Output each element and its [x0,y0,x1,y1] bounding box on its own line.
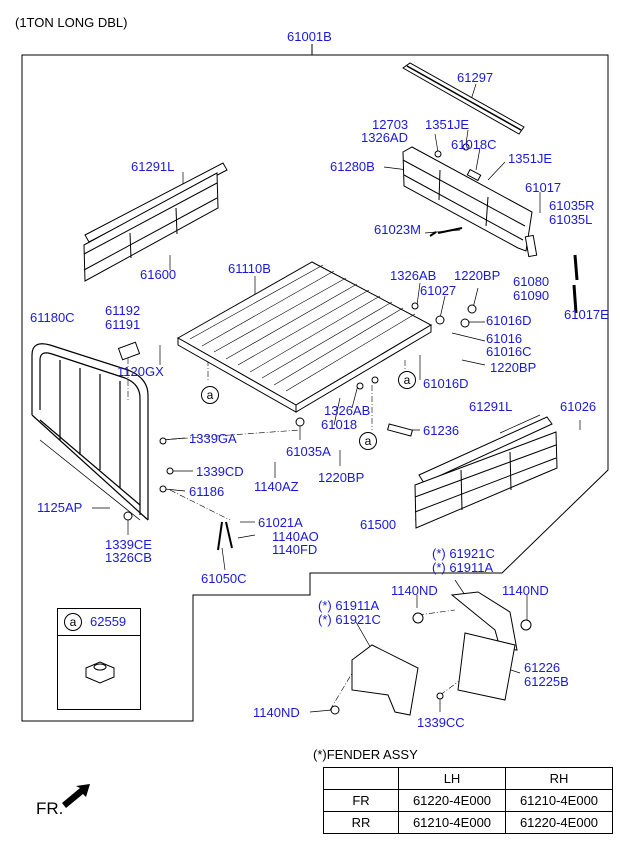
part-label: 61090 [513,288,550,303]
part-label: 61080 [513,274,550,289]
table-header-cell: RH [505,767,613,790]
inset-62559: a 62559 [57,608,141,710]
inset-part-label: 62559 [90,614,127,629]
part-label: 61016D [423,376,469,391]
part-label: 61192 [105,303,141,318]
part-label: 61018C [451,137,497,152]
table-header-cell: LH [398,767,506,790]
part-label: 61186 [189,484,225,499]
part-label: 61191 [105,317,141,332]
part-label: 61017E [564,307,609,322]
part-label: 61035L [549,212,593,227]
part-label: 61280B [330,159,375,174]
part-label: 1140AZ [254,479,299,494]
part-label: 1140AO [272,529,319,544]
table-cell: 61210-4E000 [505,789,613,812]
tailgate-61280B [402,146,538,258]
part-label: 61110B [228,261,271,276]
part-label: 12703 [372,117,409,132]
side-panel-61500 [414,416,558,529]
table-cell: 61210-4E000 [398,811,506,834]
part-label: 61023M [374,222,421,237]
model-title: (1TON LONG DBL) [15,15,128,30]
table-header-row: LH RH [323,767,613,790]
part-label: 1339CC [417,715,465,730]
part-label: 1339GA [189,431,237,446]
part-label: 61500 [360,517,397,532]
floor-61110B [176,261,433,413]
part-label: 1125AP [37,500,83,515]
callout-a: a [201,386,219,404]
rail-61297 [402,62,525,135]
part-label: 61050C [201,571,247,586]
fr-direction-label: FR. [36,799,64,818]
part-label: (*) 61921C [432,546,495,561]
part-label: 1140ND [502,583,549,598]
part-label: 61291L [469,399,513,414]
part-label: 61016D [486,313,532,328]
part-label: (*) 61911A [432,560,494,575]
part-label: 1339CE [105,537,152,552]
part-label: 1326AB [390,268,437,283]
part-label: 1140ND [391,583,438,598]
part-label: 1220BP [318,470,365,485]
part-label: 61225B [524,674,569,689]
part-label: 1220BP [490,360,537,375]
table-cell: RR [323,811,399,834]
part-label: 61016C [486,344,532,359]
part-label: 61016 [486,331,523,346]
part-label: 61026 [560,399,597,414]
fr-direction-arrow-icon [62,784,90,808]
part-label: 61600 [140,267,177,282]
side-panel-61600 [83,162,228,282]
part-label: 1351JE [508,151,553,166]
table-cell: 61220-4E000 [398,789,506,812]
table-cell: FR [323,789,399,812]
part-label: 61226 [524,660,561,675]
fender-title: (*)FENDER ASSY [313,747,418,762]
inset-key: a [64,613,82,631]
table-row: FR 61220-4E000 61210-4E000 [323,789,613,812]
callout-a: a [359,432,377,450]
part-label: 1339CD [196,464,244,479]
nut-62559-icon [85,661,115,684]
inset-header: a 62559 [58,609,140,636]
part-label: 1140FD [272,542,318,557]
part-label: 61035A [286,444,331,459]
table-header-cell [323,767,399,790]
part-label: 61027 [420,283,457,298]
part-label: (*) 61921C [318,612,381,627]
part-label: 61180C [30,310,75,325]
part-label: 1326CB [105,550,152,565]
part-label: (*) 61911A [318,598,380,613]
table-row: RR 61210-4E000 61220-4E000 [323,811,613,834]
part-label: 1326AB [324,403,371,418]
part-label: 61017 [525,180,562,195]
mudguard-rear [450,591,518,701]
part-label: 61236 [423,423,460,438]
part-label: 61291L [131,159,175,174]
part-label: 1351JE [425,117,470,132]
part-label: 61297 [457,70,494,85]
assembly-label: 61001B [287,29,332,44]
callout-a: a [398,371,416,389]
mudguard-front [351,644,419,716]
hardware [117,143,579,715]
table-cell: 61220-4E000 [505,811,613,834]
headboard-61180C [31,343,149,521]
part-label: 1120GX [117,364,164,379]
part-label: 1326AD [361,130,408,145]
part-label: 1140ND [253,705,300,720]
leader-lines [92,83,581,713]
part-label: 61035R [549,198,595,213]
part-label: 61018 [321,417,358,432]
assembly-frame [21,44,609,722]
fender-table: LH RH FR 61220-4E000 61210-4E000 RR 6121… [323,767,613,834]
part-label: 61021A [258,515,303,530]
part-label: 1220BP [454,268,501,283]
